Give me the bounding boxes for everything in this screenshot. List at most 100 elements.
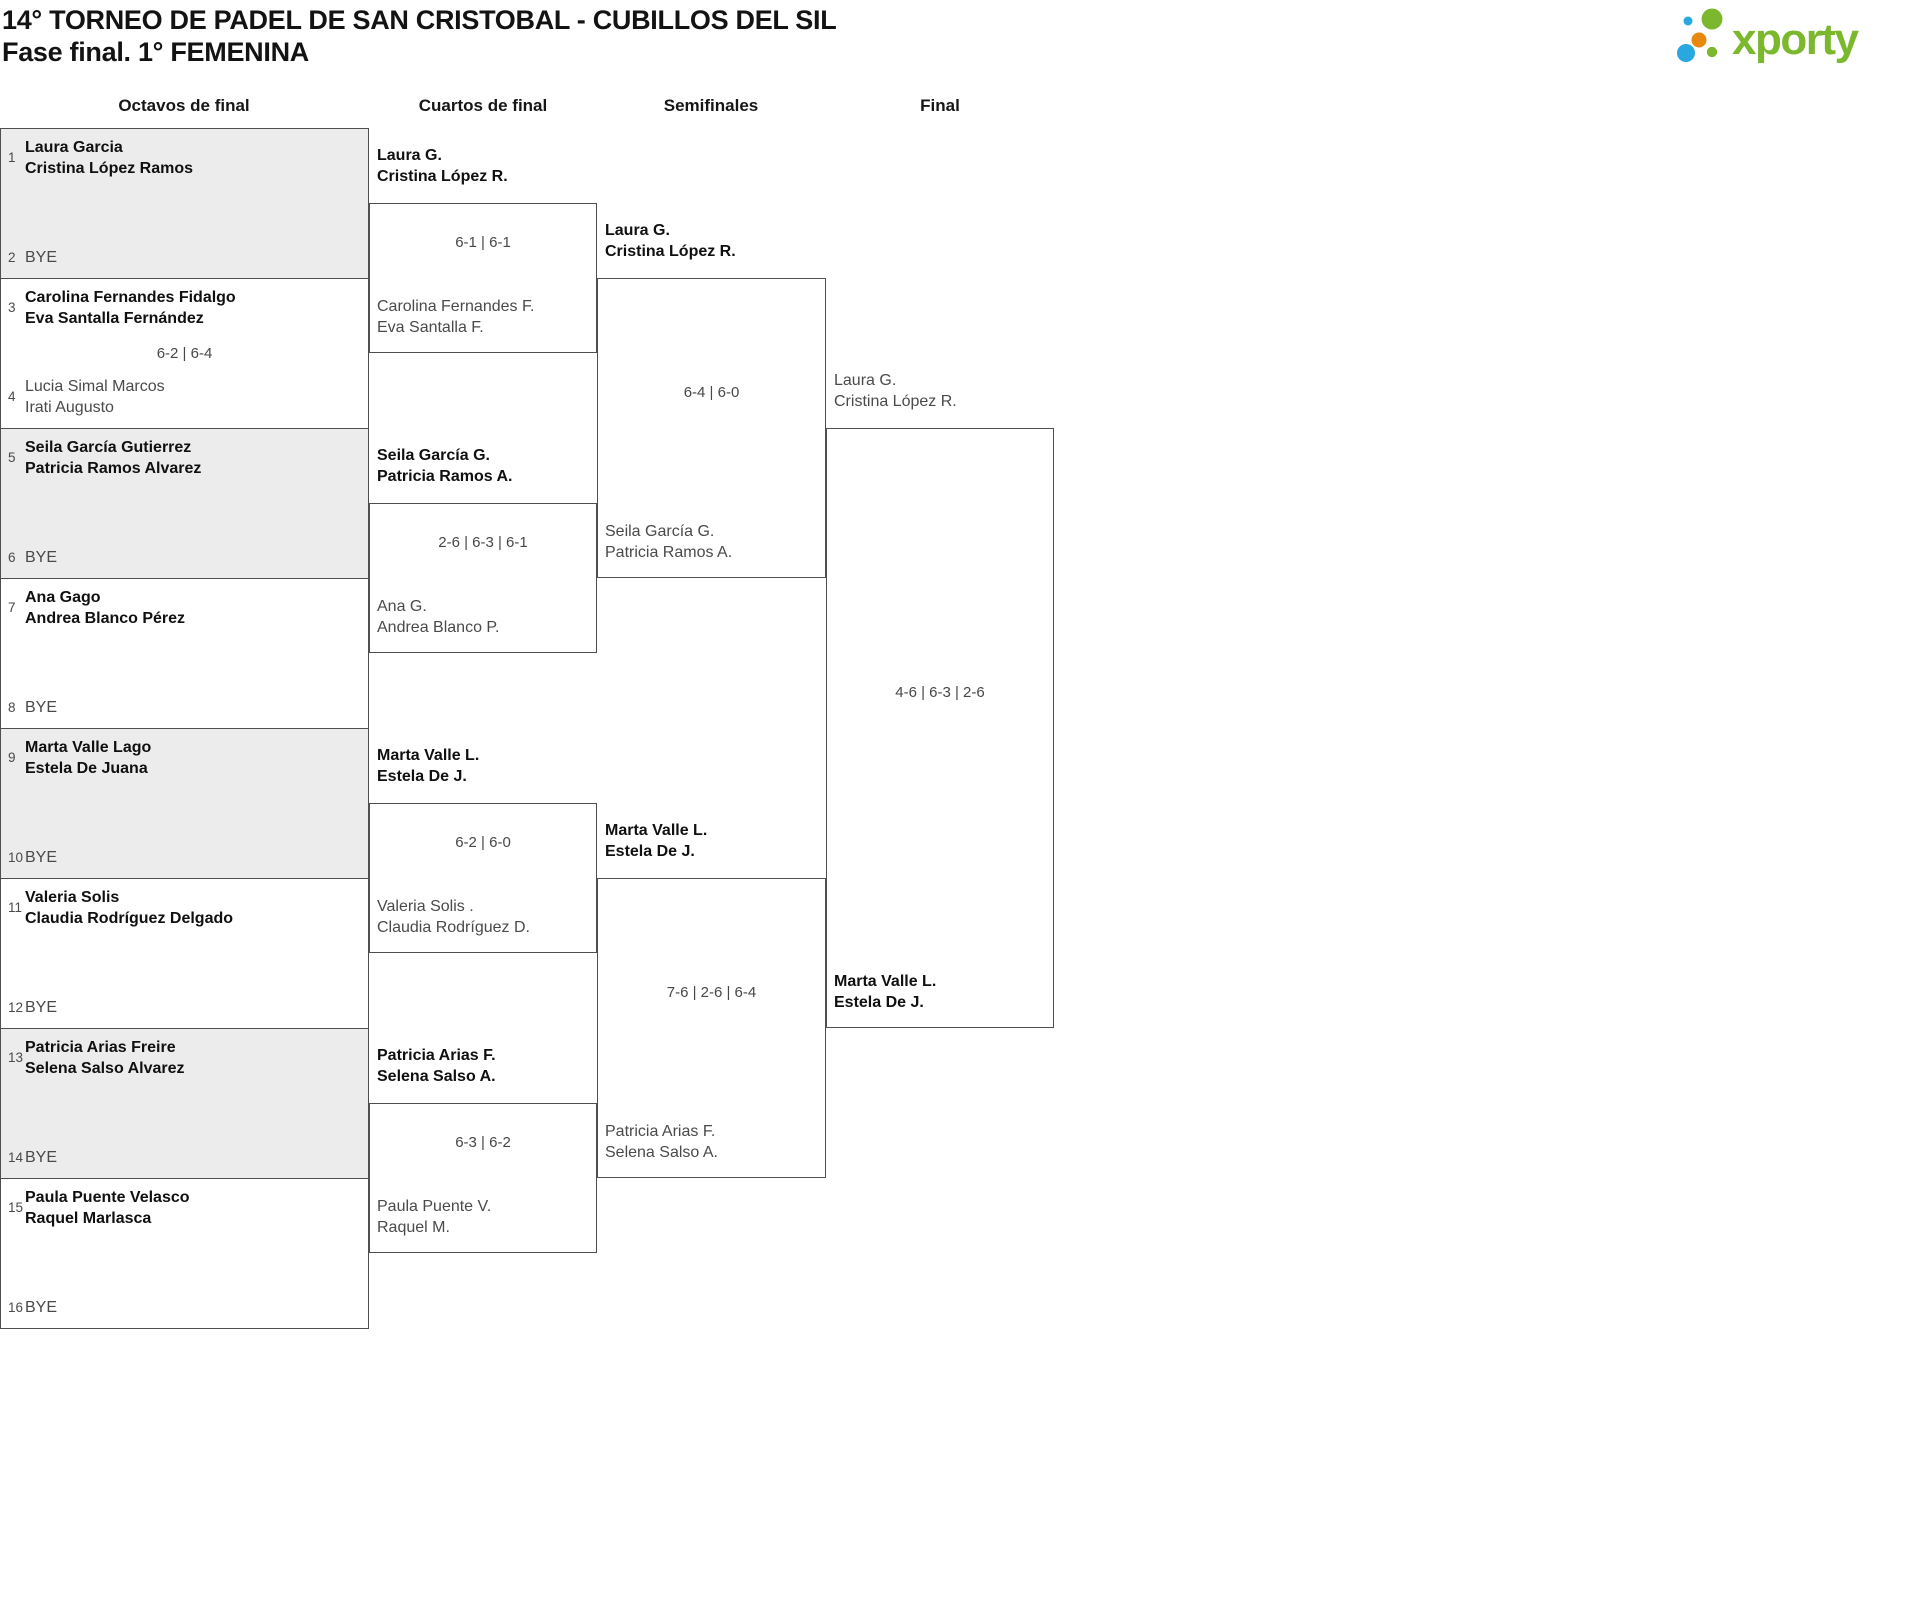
match-team-bottom: BYE xyxy=(25,247,57,268)
seed-number: 2 xyxy=(8,249,16,265)
bye-label: BYE xyxy=(25,1149,58,1166)
quarterfinal-match xyxy=(369,503,597,653)
bye-label: BYE xyxy=(25,249,58,266)
quarterfinal-match-team-top: Laura G. Cristina López R. xyxy=(377,145,508,187)
semifinal-match-team-top: Marta Valle L.Estela De J. xyxy=(605,820,707,862)
round-header-final: Final xyxy=(920,96,960,115)
team-names: Valeria Solis . xyxy=(377,898,474,915)
team-names: Eva Santalla Fernández xyxy=(25,310,204,327)
quarterfinal-match-team-top: Patricia Arias F. Selena Salso A. xyxy=(377,1045,496,1087)
team-names: Selena Salso A. xyxy=(605,1144,718,1161)
seed-number: 15 xyxy=(8,1200,24,1215)
match-score: 4-6 | 6-3 | 2-6 xyxy=(895,684,985,701)
team-names: Carolina Fernandes F. xyxy=(377,298,535,315)
match-score: 6-1 | 6-1 xyxy=(455,234,511,251)
xporty-logo-icon xyxy=(1677,8,1723,62)
team-names: Paula Puente V. xyxy=(377,1198,492,1215)
team-names: Patricia Arias F. xyxy=(377,1047,496,1064)
team-names: Cristina López R. xyxy=(377,168,508,185)
seed-number: 16 xyxy=(8,1299,24,1315)
quarterfinal-match-team-bottom: Paula Puente V. Raquel M. xyxy=(377,1196,491,1238)
bye-label: BYE xyxy=(25,699,58,716)
team-names: Carolina Fernandes Fidalgo xyxy=(25,289,236,306)
team-names: Laura G. xyxy=(834,372,897,389)
team-names: Marta Valle L. xyxy=(605,822,708,839)
quarterfinal-match xyxy=(369,1103,597,1253)
team-names: Selena Salso Alvarez xyxy=(25,1060,185,1077)
bye-label: BYE xyxy=(25,849,58,866)
match-score: 6-2 | 6-0 xyxy=(455,834,511,851)
match-team-bottom: BYE xyxy=(25,1297,57,1318)
seed-number: 8 xyxy=(8,699,16,715)
final-match-team-bottom: Marta Valle L. Estela De J. xyxy=(834,971,936,1013)
team-names: Irati Augusto xyxy=(25,399,114,416)
team-names: Ana Gago xyxy=(25,589,101,606)
team-names: Marta Valle Lago xyxy=(25,739,152,756)
team-names: Patricia Arias Freire xyxy=(25,1039,176,1056)
match-score: 2-6 | 6-3 | 6-1 xyxy=(438,534,528,551)
match-team-bottom: BYE xyxy=(25,547,57,568)
team-names: Marta Valle L. xyxy=(834,973,937,990)
team-names: Claudia Rodríguez D. xyxy=(377,919,530,936)
team-names: Patricia Ramos Alvarez xyxy=(25,460,202,477)
seed-number: 4 xyxy=(8,389,16,404)
team-names: Estela De J. xyxy=(834,994,924,1011)
match-score: 6-4 | 6-0 xyxy=(683,384,740,401)
quarterfinal-match xyxy=(369,803,597,953)
team-names: Seila García G. xyxy=(377,447,490,464)
team-names: Raquel M. xyxy=(377,1219,450,1236)
final-match xyxy=(826,428,1054,1028)
seed-number: 9 xyxy=(8,750,16,765)
team-names: Andrea Blanco Pérez xyxy=(25,610,186,627)
team-names: Eva Santalla F. xyxy=(377,319,484,336)
quarterfinal-match xyxy=(369,203,597,353)
seed-number: 11 xyxy=(8,900,23,915)
seed-number: 14 xyxy=(8,1149,24,1165)
team-names: Raquel Marlasca xyxy=(25,1210,152,1227)
team-names: Ana G. xyxy=(377,598,427,615)
team-names: Estela De Juana xyxy=(25,760,148,777)
team-names: Patricia Ramos A. xyxy=(605,544,733,561)
semifinal-match xyxy=(597,878,826,1178)
round-header-cuartos: Cuartos de final xyxy=(418,96,548,115)
team-names: Estela De J. xyxy=(377,768,467,785)
xporty-logo: xporty xyxy=(1676,6,1906,68)
team-names: Lucia Simal Marcos xyxy=(25,378,165,395)
match-team-bottom: BYE xyxy=(25,997,57,1018)
quarterfinal-match-team-top: Seila García G.Patricia Ramos A. xyxy=(377,445,512,487)
team-names: Andrea Blanco P. xyxy=(377,619,500,636)
team-names: Cristina López Ramos xyxy=(25,160,194,177)
team-names: Laura G. xyxy=(377,147,442,164)
team-names: Seila García Gutierrez xyxy=(25,439,192,456)
team-names: Selena Salso A. xyxy=(377,1068,496,1085)
seed-number: 3 xyxy=(8,300,16,315)
final-match-team-top: Laura G. Cristina López R. xyxy=(834,370,957,412)
seed-number: 10 xyxy=(8,849,24,865)
seed-number: 1 xyxy=(8,150,16,165)
match-score: 6-2 | 6-4 xyxy=(156,344,213,362)
page-title: 14° TORNEO DE PADEL DE SAN CRISTOBAL - C… xyxy=(2,5,837,35)
seed-number: 12 xyxy=(8,999,24,1015)
team-names: Marta Valle L. xyxy=(377,747,480,764)
match-team-bottom: BYE xyxy=(25,1147,57,1168)
match-team-bottom: BYE xyxy=(25,697,57,718)
team-names: Cristina López R. xyxy=(834,393,957,410)
